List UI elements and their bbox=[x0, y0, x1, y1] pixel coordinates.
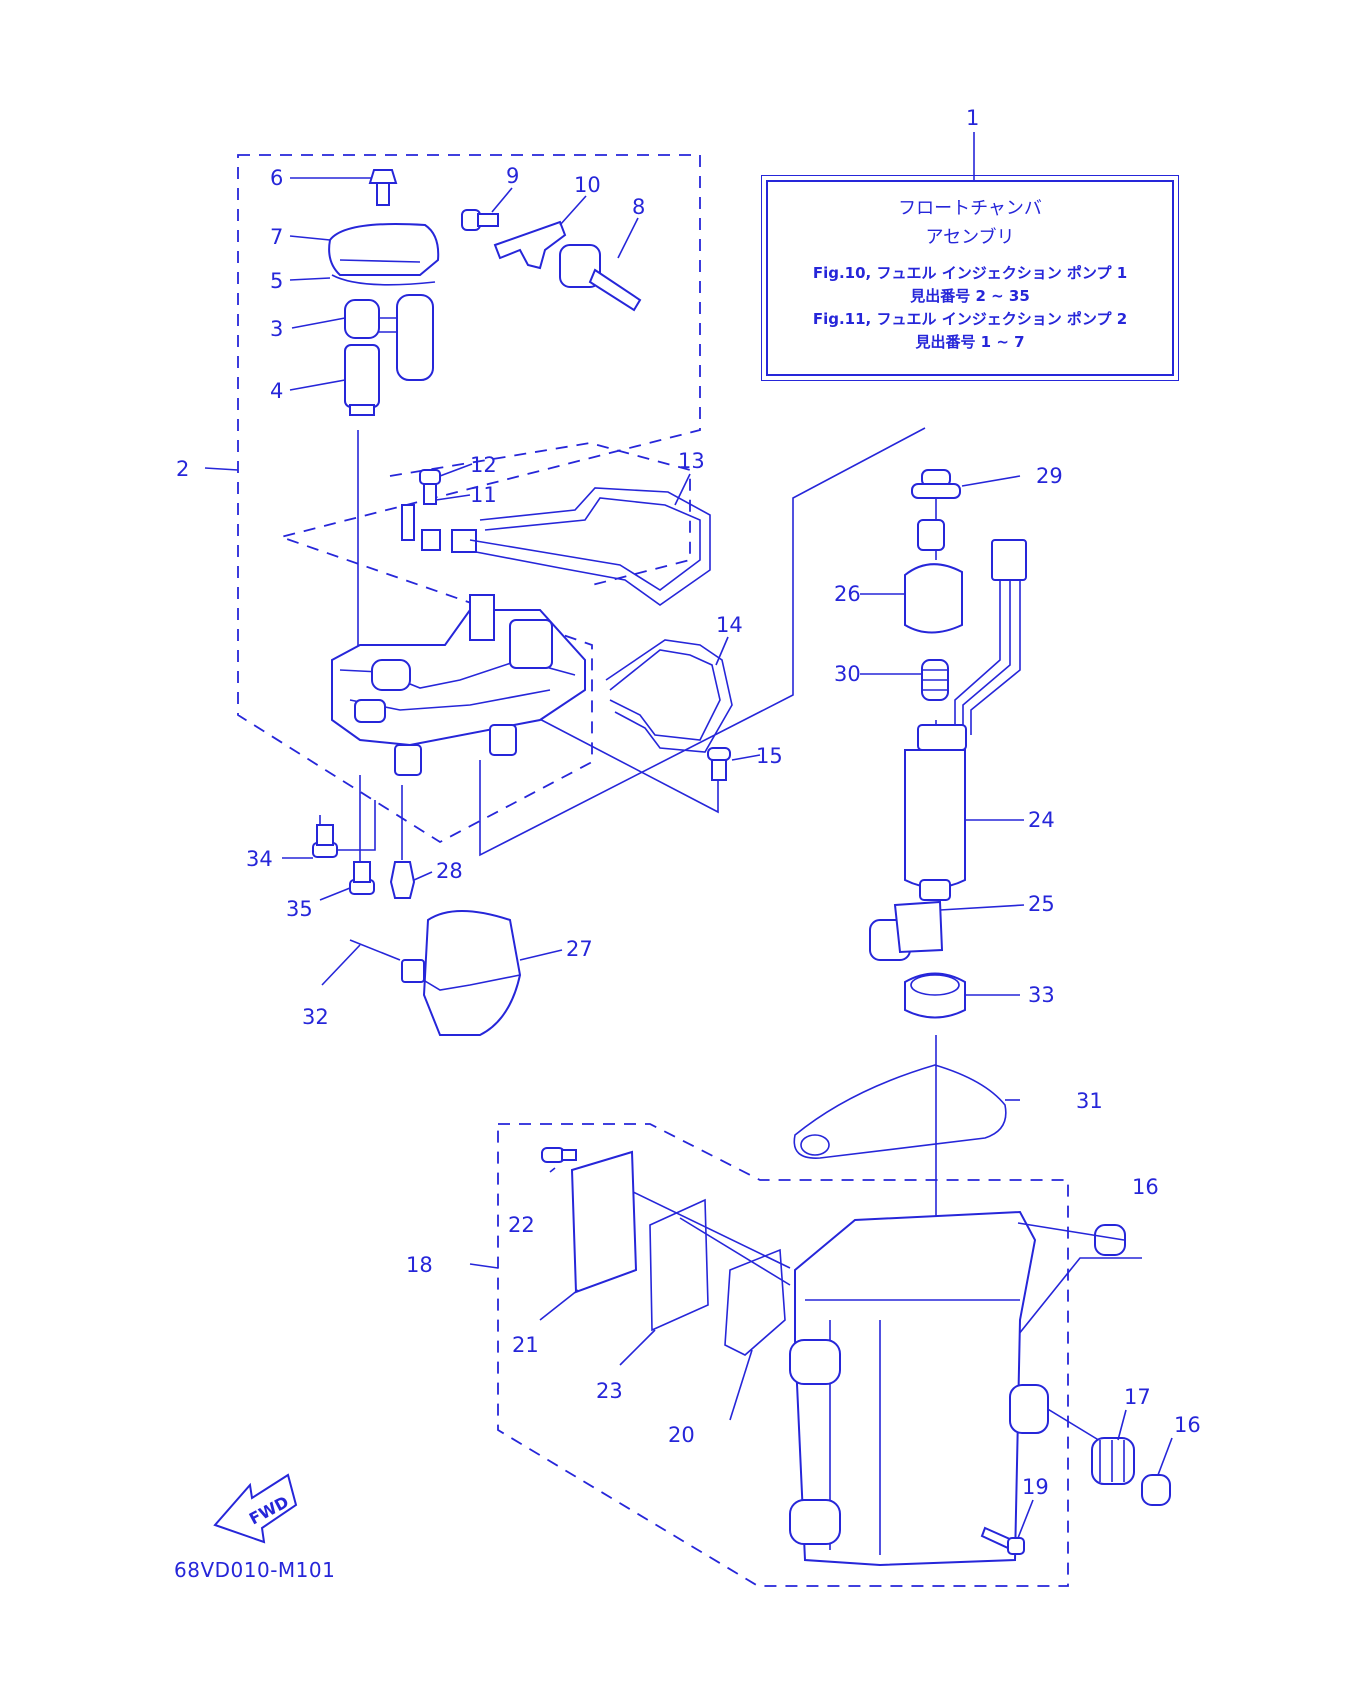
cylinder-part-4 bbox=[344, 344, 380, 416]
callout-8: 8 bbox=[632, 195, 645, 219]
fuel-pump-part-24 bbox=[904, 724, 967, 901]
spring-part-30 bbox=[921, 659, 949, 701]
fitting-part-28 bbox=[389, 861, 416, 899]
callout-14: 14 bbox=[716, 613, 743, 637]
info-fig11-range: 見出番号 1 ~ 7 bbox=[915, 333, 1025, 351]
callout-10: 10 bbox=[574, 173, 601, 197]
callout-12: 12 bbox=[470, 453, 497, 477]
cap-part-16-lower bbox=[1141, 1474, 1171, 1506]
callout-23: 23 bbox=[596, 1379, 623, 1403]
float-chamber-part-18 bbox=[789, 1210, 1049, 1567]
callout-32: 32 bbox=[302, 1005, 329, 1029]
callout-9: 9 bbox=[506, 164, 519, 188]
screw-part-15 bbox=[707, 747, 731, 781]
bracket-part-3 bbox=[344, 294, 434, 381]
fwd-arrow-icon: FWD bbox=[213, 1473, 298, 1544]
callout-28: 28 bbox=[436, 859, 463, 883]
callout-13: 13 bbox=[678, 449, 705, 473]
callout-33: 33 bbox=[1028, 983, 1055, 1007]
bracket-part-25 bbox=[869, 900, 944, 961]
leader-part15 bbox=[529, 713, 719, 814]
callout-24: 24 bbox=[1028, 808, 1055, 832]
screw-part-6 bbox=[368, 169, 398, 206]
callout-19: 19 bbox=[1022, 1475, 1049, 1499]
callout-11: 11 bbox=[470, 483, 497, 507]
info-title-line-2: アセンブリ bbox=[925, 227, 1015, 248]
grommet-part-29 bbox=[911, 469, 961, 499]
callout-16-upper: 16 bbox=[1132, 1175, 1159, 1199]
callout-31: 31 bbox=[1076, 1089, 1103, 1113]
pump-body-part-2 bbox=[331, 594, 586, 776]
callout-16-lower: 16 bbox=[1174, 1413, 1201, 1437]
sensor-part-8 bbox=[559, 244, 642, 312]
cap-part-16-upper bbox=[1094, 1224, 1126, 1256]
callout-7: 7 bbox=[270, 225, 283, 249]
bracket-part-10 bbox=[493, 220, 567, 270]
plate-part-21 bbox=[570, 1150, 638, 1294]
info-fig10-line: Fig.10, フュエル インジェクション ポンプ 1 bbox=[812, 264, 1128, 282]
damper-part-17 bbox=[1091, 1437, 1135, 1485]
callout-35: 35 bbox=[286, 897, 313, 921]
subassembly-boundary bbox=[389, 442, 691, 586]
hose-part-13 bbox=[469, 497, 701, 591]
filter-cover-part-27 bbox=[422, 910, 522, 1036]
callout-17: 17 bbox=[1124, 1385, 1151, 1409]
callout-25: 25 bbox=[1028, 892, 1055, 916]
bolt-part-35 bbox=[349, 861, 375, 895]
callout-3: 3 bbox=[270, 317, 283, 341]
callout-2: 2 bbox=[176, 457, 189, 481]
info-fig11-line: Fig.11, フュエル インジェクション ポンプ 2 bbox=[812, 310, 1128, 328]
screw-part-9 bbox=[461, 209, 499, 231]
float-chamber-info-box: フロートチャンバ アセンブリ Fig.10, フュエル インジェクション ポンプ… bbox=[761, 175, 1179, 381]
leader-part16 bbox=[1009, 1257, 1142, 1346]
seal-part-20 bbox=[724, 1248, 786, 1356]
callout-5: 5 bbox=[270, 269, 283, 293]
harness-connector bbox=[954, 539, 1027, 735]
callout-leaders bbox=[204, 132, 1173, 1539]
info-fig10-range: 見出番号 2 ~ 35 bbox=[910, 287, 1030, 305]
callout-30: 30 bbox=[834, 662, 861, 686]
fitting-part-11 bbox=[401, 504, 477, 553]
callout-21: 21 bbox=[512, 1333, 539, 1357]
bolt-part-34 bbox=[312, 824, 338, 858]
callout-26: 26 bbox=[834, 582, 861, 606]
cover-part-7 bbox=[328, 223, 440, 276]
callout-18: 18 bbox=[406, 1253, 433, 1277]
leader-fuel-pump bbox=[479, 427, 926, 857]
gasket-part-5 bbox=[331, 274, 436, 286]
holder-part-33 bbox=[904, 972, 966, 1019]
gasket-part-31 bbox=[793, 1064, 1007, 1159]
callout-4: 4 bbox=[270, 379, 283, 403]
callout-6: 6 bbox=[270, 166, 283, 190]
callout-34: 34 bbox=[246, 847, 273, 871]
callout-29: 29 bbox=[1036, 464, 1063, 488]
info-title-line-1: フロートチャンバ bbox=[898, 198, 1042, 219]
assembly-boundary-2 bbox=[237, 154, 701, 844]
callout-27: 27 bbox=[566, 937, 593, 961]
screw-part-22 bbox=[541, 1147, 577, 1163]
callout-20: 20 bbox=[668, 1423, 695, 1447]
drawing-code: 68VD010-M101 bbox=[174, 1558, 336, 1582]
screw-part-19 bbox=[980, 1526, 1025, 1555]
callout-22: 22 bbox=[508, 1213, 535, 1237]
callout-15: 15 bbox=[756, 744, 783, 768]
callout-1: 1 bbox=[966, 106, 979, 130]
gasket-part-23 bbox=[649, 1198, 709, 1332]
screw-part-12 bbox=[419, 469, 441, 505]
pin-part-32 bbox=[349, 939, 401, 961]
filter-part-26 bbox=[904, 519, 963, 634]
leader-gasket-23 bbox=[679, 1217, 791, 1286]
assembly-boundary-18 bbox=[497, 1123, 1069, 1587]
hose-part-14 bbox=[609, 649, 721, 741]
